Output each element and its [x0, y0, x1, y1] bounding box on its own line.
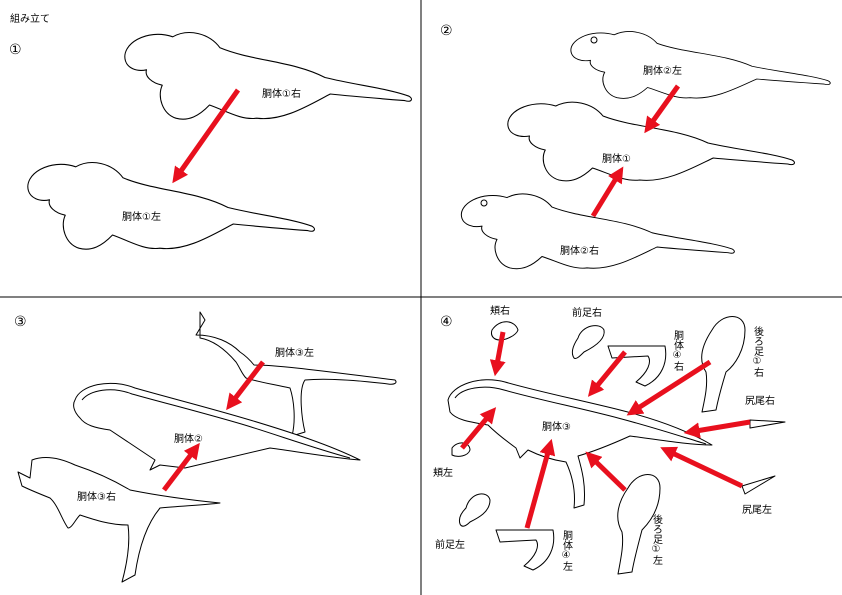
step-4-number: ④ — [440, 314, 453, 330]
body-2-label: 胴体② — [174, 433, 203, 445]
tail-right-label: 尻尾右 — [745, 394, 775, 407]
cheek-right-label: 頬右 — [490, 304, 510, 317]
step-1: ① 胴体①右 胴体①左 — [9, 32, 413, 250]
arrow-front-leg-right — [587, 350, 627, 397]
arrow-cheek-left — [460, 407, 497, 450]
arrow-body-4-left — [524, 438, 556, 529]
step-3: ③ 胴体③左 胴体② 胴体③右 — [14, 311, 397, 583]
body-3-right-shape — [17, 457, 221, 583]
body-1-shape — [507, 101, 795, 182]
body-1-right-label: 胴体①右 — [262, 87, 301, 100]
hind-leg-right-label: 後ろ足①右 — [752, 325, 764, 378]
page-title: 組み立て — [10, 12, 50, 25]
eye-icon — [480, 199, 488, 207]
body-3-label: 胴体③ — [542, 421, 571, 433]
step-2-arrow-up — [590, 166, 624, 218]
step-2-arrow-down — [644, 84, 681, 134]
front-leg-left-label: 前足左 — [435, 538, 465, 551]
hind-leg-left-label: 後ろ足①左 — [651, 513, 663, 565]
body-2-shape — [73, 382, 361, 471]
front-leg-right-label: 前足右 — [572, 306, 602, 319]
eye-icon — [590, 36, 598, 44]
arrow-hind-leg-left — [585, 451, 627, 492]
body-3-right-label: 胴体③右 — [77, 490, 116, 503]
body-4-left-shape — [495, 529, 555, 571]
arrow-cheek-right — [489, 331, 506, 377]
body-2-left-shape — [570, 31, 831, 99]
arrow-hind-leg-right — [626, 359, 712, 416]
body-3-left-shape — [195, 311, 397, 437]
body-3-left-label: 胴体③左 — [275, 346, 314, 359]
step-2: ② 胴体②左 胴体① 胴体②右 — [440, 23, 831, 270]
hind-leg-left-shape — [617, 474, 661, 575]
hind-leg-right-shape — [701, 316, 746, 413]
body-4-right-label: 胴体④右 — [672, 330, 684, 372]
tail-left-shape — [741, 475, 776, 495]
body-3-shape — [447, 379, 713, 509]
body-1-label: 胴体① — [602, 153, 631, 165]
cheek-right-shape — [491, 321, 519, 341]
tail-right-shape — [749, 419, 786, 429]
body-1-right-shape — [124, 32, 413, 120]
step-4: ④ 胴体③ 頬右 前足右 胴体④右 後ろ足①右 尻尾右 頬左 尻尾左 前足左 胴… — [433, 304, 786, 575]
arrow-tail-right — [683, 419, 751, 439]
step-3-number: ③ — [14, 314, 27, 330]
body-2-right-label: 胴体②右 — [560, 244, 599, 257]
body-1-left-label: 胴体①左 — [122, 210, 161, 223]
body-2-left-label: 胴体②左 — [643, 64, 682, 77]
step-3-arrow-up — [162, 442, 200, 492]
cheek-left-label: 頬左 — [433, 466, 453, 479]
body-4-left-label: 胴体④左 — [561, 530, 573, 571]
front-leg-right-shape — [571, 325, 605, 359]
tail-left-label: 尻尾左 — [742, 503, 772, 516]
step-1-arrow — [172, 88, 241, 184]
step-1-number: ① — [9, 42, 22, 58]
front-leg-left-shape — [459, 493, 491, 527]
arrow-tail-left — [660, 446, 744, 489]
step-2-number: ② — [440, 23, 453, 39]
step-3-arrow-down — [226, 360, 265, 411]
body-1-left-shape — [27, 162, 316, 250]
